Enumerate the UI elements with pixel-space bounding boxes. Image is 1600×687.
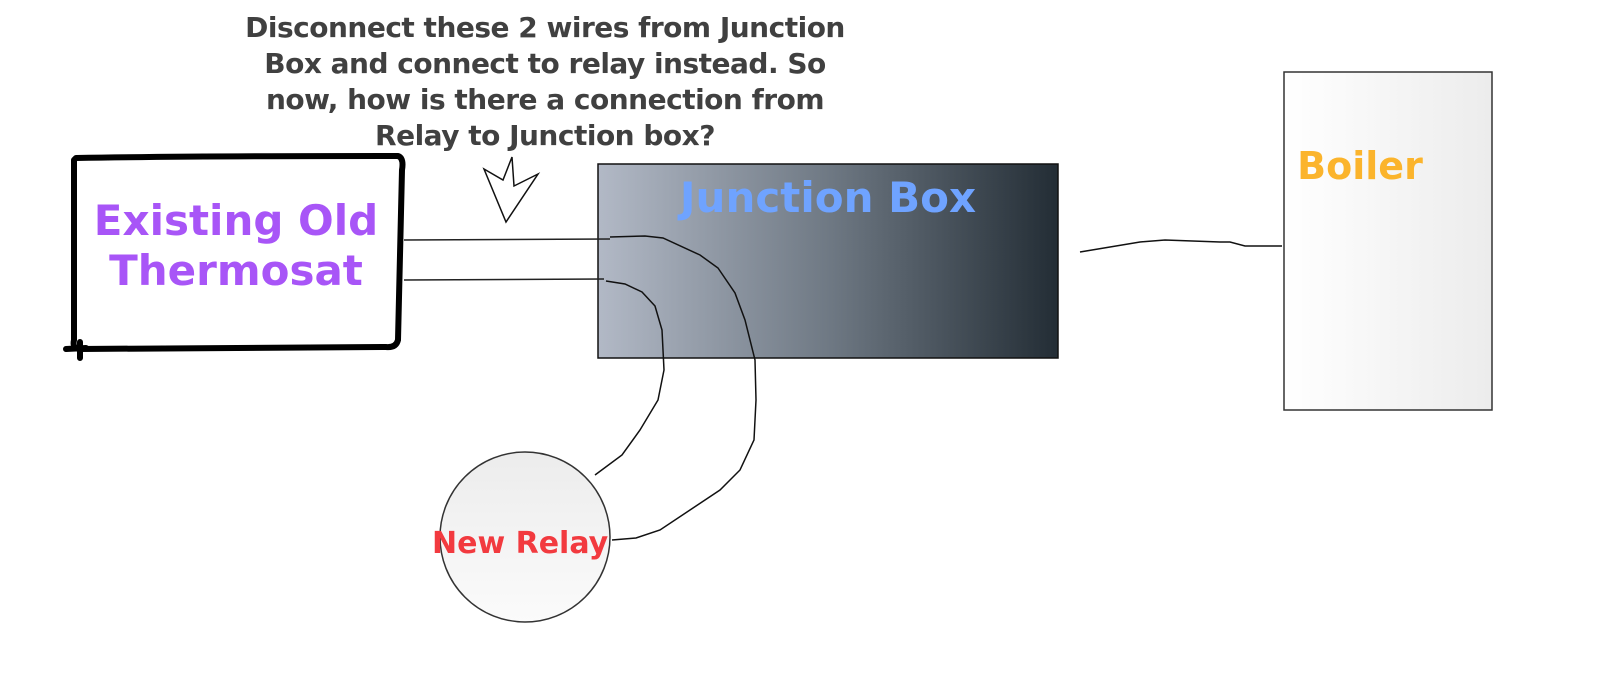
relay-label: New Relay <box>432 526 609 561</box>
annotation-line: Disconnect these 2 wires from Junction <box>245 11 845 44</box>
annotation-text: Disconnect these 2 wires from Junction B… <box>240 10 850 154</box>
junction-box[interactable] <box>597 163 1059 359</box>
wire-2[interactable] <box>403 278 605 281</box>
annotation-line: Box and connect to relay instead. So <box>264 47 826 80</box>
relay-circle[interactable] <box>439 451 611 623</box>
relay-wire-inner[interactable] <box>594 280 665 476</box>
thermostat-box[interactable] <box>63 153 406 361</box>
annotation-line: now, how is there a connection from <box>265 83 825 116</box>
thermostat-label-line: Existing Old <box>93 196 379 245</box>
pointer-arrow-icon <box>482 156 541 224</box>
thermostat-label-line: Thermosat <box>109 246 363 295</box>
junction-box-label: Junction Box <box>679 173 977 222</box>
boiler-box[interactable] <box>1283 71 1493 411</box>
boiler-wire[interactable] <box>1079 239 1282 253</box>
annotation-line: Relay to Junction box? <box>375 119 715 152</box>
boiler-label: Boiler <box>1297 144 1423 188</box>
wire-1[interactable] <box>403 238 611 241</box>
relay-wire-outer[interactable] <box>609 235 757 541</box>
thermostat-label: Existing Old Thermosat <box>78 196 394 296</box>
